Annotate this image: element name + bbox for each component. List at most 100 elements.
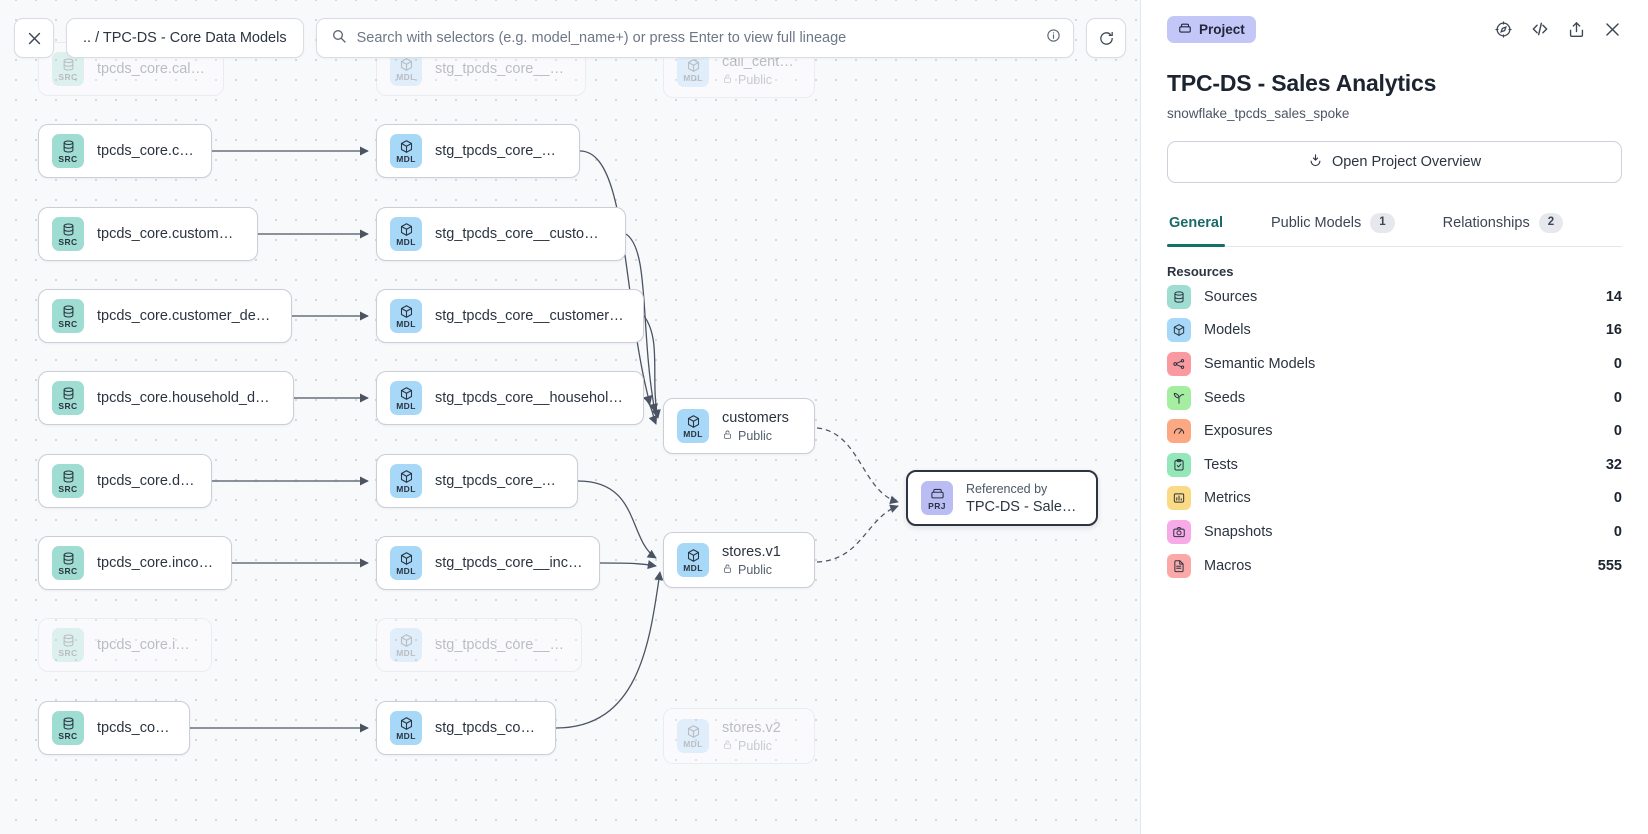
resource-count: 0 [1613, 356, 1622, 372]
lineage-node-label: tpcds_core.date_dim [97, 473, 195, 489]
clipboard-icon [1167, 452, 1191, 477]
camera-icon [1167, 519, 1191, 544]
lineage-node-label: tpcds_core.income_band [97, 555, 215, 571]
status-badge: Project [1167, 15, 1256, 43]
search-input[interactable] [356, 30, 1036, 46]
resource-count: 555 [1597, 557, 1622, 574]
lineage-node-visibility: Public [722, 739, 781, 753]
source-badge-icon: SRC [52, 464, 84, 498]
lineage-canvas[interactable]: SRCtpcds_core.call_centerMDLstg_tpcds_co… [0, 0, 1140, 834]
lineage-node[interactable]: SRC tpcds_core.date_dim [38, 454, 212, 508]
graph-icon [1167, 352, 1191, 376]
lineage-node-label: stg_tpcds_core__customer [435, 143, 563, 159]
close-lineage-button[interactable] [14, 18, 54, 58]
code-icon[interactable] [1530, 19, 1550, 39]
resource-count: 16 [1605, 322, 1622, 339]
lineage-node[interactable]: MDLstg_tpcds_core__household_demogr… [376, 371, 644, 425]
source-badge-icon: SRC [52, 52, 84, 86]
share-icon[interactable] [1567, 20, 1586, 39]
source-badge-icon: SRC [52, 217, 84, 251]
resource-row-exposures[interactable]: Exposures 0 [1167, 416, 1622, 447]
lineage-node[interactable]: SRC tpcds_core.customer [38, 124, 212, 178]
lineage-node-label: stg_tpcds_core__call_center [435, 61, 569, 77]
resource-label: Exposures [1204, 423, 1273, 440]
resource-count: 32 [1605, 456, 1622, 473]
resource-label: Macros [1204, 557, 1252, 574]
search-bar[interactable] [315, 18, 1074, 58]
database-icon [1167, 284, 1191, 309]
resource-label: Semantic Models [1204, 356, 1316, 372]
lineage-node[interactable]: MDLstg_tpcds_core__customer_demogra… [376, 289, 644, 343]
source-badge-icon: SRC [52, 134, 84, 168]
resource-row-tests[interactable]: Tests 32 [1167, 449, 1622, 480]
lineage-node-label: tpcds_core.customer [97, 143, 195, 159]
source-badge-icon: SRC [52, 299, 84, 333]
resource-row-models[interactable]: Models 16 [1167, 315, 1622, 346]
cube-icon [1167, 318, 1191, 343]
resource-count: 0 [1613, 389, 1622, 406]
tab-label: Relationships [1442, 214, 1530, 231]
compass-icon[interactable] [1494, 20, 1513, 39]
resource-count: 0 [1613, 490, 1622, 507]
lineage-node-label: stg_tpcds_core__customer_address [435, 226, 609, 242]
model-badge-icon: MDL [677, 719, 709, 753]
source-badge-icon: SRC [52, 546, 84, 580]
resource-row-semantic-models[interactable]: Semantic Models 0 [1167, 349, 1622, 380]
resource-count: 0 [1613, 523, 1622, 540]
breadcrumb[interactable]: .. / TPC-DS - Core Data Models [66, 18, 304, 58]
lineage-node-visibility: Public [722, 73, 798, 87]
resource-label: Models [1204, 322, 1251, 339]
lineage-node-label: stg_tpcds_core__inventory [435, 637, 565, 653]
overview-icon [1308, 153, 1323, 172]
project-icon [1178, 21, 1192, 38]
close-icon[interactable] [1603, 20, 1622, 39]
model-badge-icon: MDL [390, 217, 422, 251]
info-icon[interactable] [1046, 28, 1061, 48]
search-icon [331, 28, 347, 49]
resource-count: 0 [1613, 423, 1622, 440]
lineage-node-label: stg_tpcds_core__household_demogr… [435, 390, 627, 406]
tab-label: General [1169, 214, 1223, 231]
lineage-node-label: stores.v1 [722, 543, 781, 560]
lineage-toolbar: .. / TPC-DS - Core Data Models [0, 0, 1140, 76]
lock-icon [722, 739, 733, 753]
panel-actions [1494, 19, 1622, 39]
breadcrumb-label: .. / TPC-DS - Core Data Models [83, 30, 287, 46]
tab-count: 1 [1370, 213, 1395, 233]
resource-label: Tests [1204, 456, 1238, 473]
refresh-button[interactable] [1086, 18, 1126, 58]
lineage-node-label: tpcds_core.household_demographics [97, 390, 277, 406]
resource-row-macros[interactable]: Macros 555 [1167, 550, 1622, 581]
model-badge-icon: MDL [677, 543, 709, 577]
open-project-overview-button[interactable]: Open Project Overview [1167, 141, 1622, 183]
details-panel: Project TPC-DS - Sales Analytics snowfla… [1140, 0, 1648, 834]
status-badge-label: Project [1199, 21, 1245, 37]
lineage-node-label: stg_tpcds_core__store [435, 720, 539, 736]
lineage-node-label: stg_tpcds_core__date_dim [435, 473, 561, 489]
lineage-node[interactable]: MDL stg_tpcds_core__customer_address [376, 207, 626, 261]
lineage-node[interactable]: SRC tpcds_core.income_band [38, 536, 232, 590]
tab-general[interactable]: General [1167, 207, 1225, 247]
